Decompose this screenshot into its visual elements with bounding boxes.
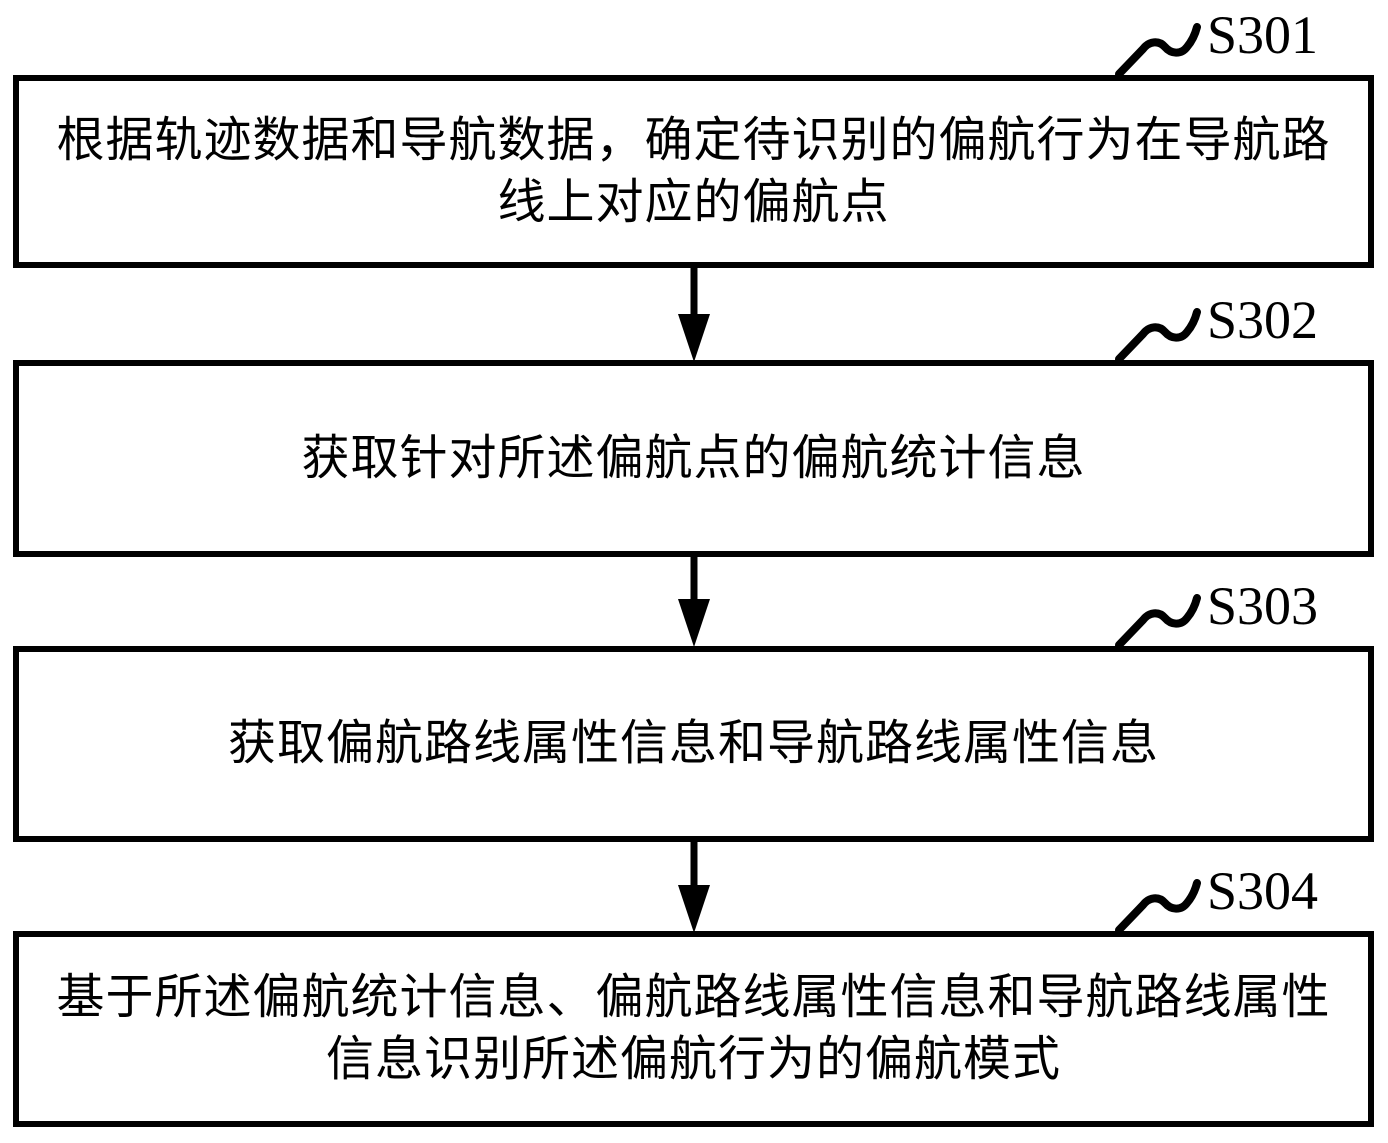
step-id-label: S304: [1207, 861, 1319, 921]
step-text: 基于所述偏航统计信息、偏航路线属性信息和导航路线属性 信息识别所述偏航行为的偏航…: [56, 971, 1331, 1086]
arrow-down-icon: [678, 557, 710, 647]
callout-s302: S302: [1115, 290, 1385, 360]
step-box-s302: 获取针对所述偏航点的偏航统计信息: [13, 360, 1374, 557]
tilde-connector-icon: [1115, 594, 1201, 646]
step-box-s304: 基于所述偏航统计信息、偏航路线属性信息和导航路线属性 信息识别所述偏航行为的偏航…: [13, 931, 1374, 1127]
step-box-s301: 根据轨迹数据和导航数据，确定待识别的偏航行为在导航路 线上对应的偏航点: [13, 75, 1374, 268]
callout-s304: S304: [1115, 861, 1385, 931]
tilde-connector-icon: [1115, 879, 1201, 931]
step-id-label: S303: [1207, 576, 1319, 636]
arrow-down-icon: [678, 842, 710, 933]
step-box-s303: 获取偏航路线属性信息和导航路线属性信息: [13, 646, 1374, 842]
tilde-connector-icon: [1115, 308, 1201, 360]
step-id-label: S301: [1207, 5, 1319, 65]
step-text: 获取针对所述偏航点的偏航统计信息: [301, 431, 1086, 485]
callout-s303: S303: [1115, 576, 1385, 646]
step-text: 根据轨迹数据和导航数据，确定待识别的偏航行为在导航路 线上对应的偏航点: [56, 113, 1331, 229]
arrow-down-icon: [678, 268, 710, 362]
tilde-connector-icon: [1115, 23, 1201, 75]
callout-s301: S301: [1115, 5, 1385, 75]
step-id-label: S302: [1207, 290, 1319, 350]
step-text: 获取偏航路线属性信息和导航路线属性信息: [227, 717, 1159, 770]
